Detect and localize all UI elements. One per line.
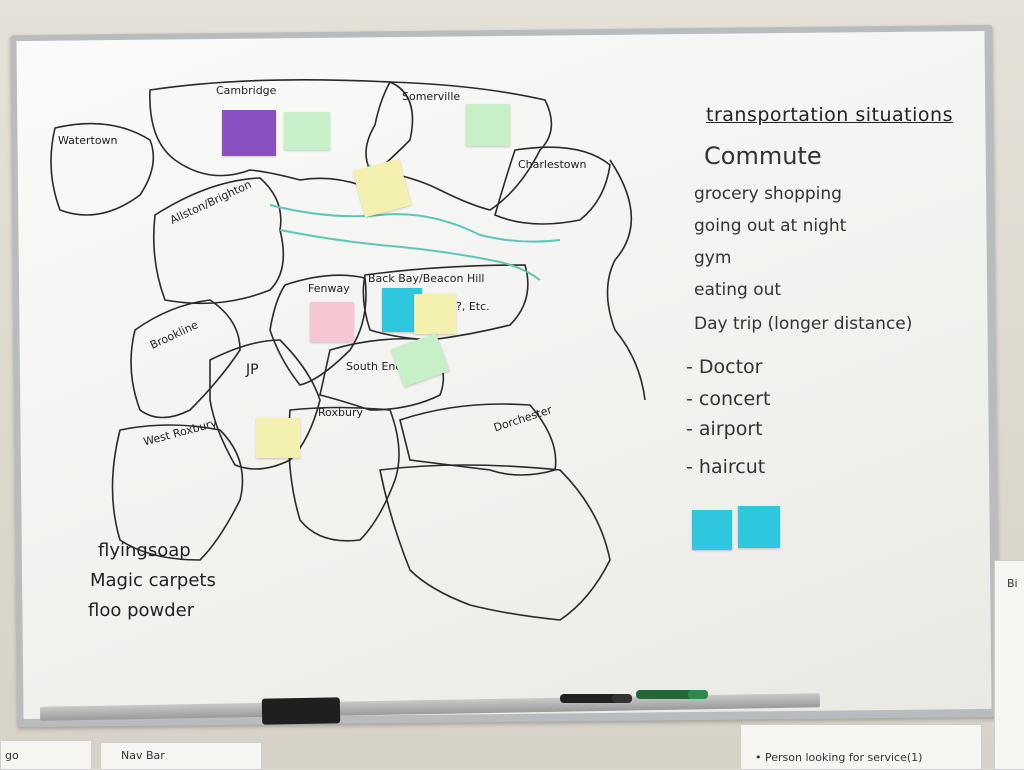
paper-middle-text: Nav Bar [121, 749, 165, 762]
region-label-watertown: Watertown [58, 134, 118, 147]
list-item-airport: - airport [686, 418, 763, 440]
eraser [261, 697, 341, 725]
green-marker [636, 690, 708, 699]
list-item-doctor: - Doctor [686, 356, 763, 378]
charles-river [269, 204, 561, 243]
list-item-day-trip: Day trip (longer distance) [694, 314, 913, 334]
list-title: transportation situations [706, 104, 953, 126]
region-outline-backbay [362, 264, 529, 341]
region-label-cambridge: Cambridge [216, 84, 277, 97]
list-item-commute: Commute [704, 142, 822, 170]
region-outline-westroxbury [111, 424, 244, 561]
region-outline-fenway [269, 274, 367, 386]
region-label-backbay: Back Bay/Beacon Hill [368, 272, 485, 285]
sticky-note-pink [310, 302, 354, 342]
region-outline-brookline [130, 299, 241, 419]
paper-middle: Nav Bar [100, 742, 262, 770]
region-outline-watertown [50, 122, 155, 216]
region-outline-charlestown [494, 146, 611, 225]
paper-right: • Person looking for service(1) [740, 724, 982, 770]
fantasy-item-magic-carpets: Magic carpets [90, 570, 216, 591]
region-label-somerville: Somerville [402, 90, 461, 103]
charles-river-bank [279, 229, 541, 281]
region-outline-southend [319, 337, 445, 411]
region-outline-south [379, 464, 611, 621]
region-label-jp: JP [246, 362, 259, 378]
marker-cap [688, 690, 708, 699]
list-item-eating-out: eating out [694, 280, 782, 300]
list-item-grocery: grocery shopping [694, 184, 842, 204]
region-outline-somerville [365, 81, 553, 211]
region-label-charlestown: Charlestown [518, 158, 587, 171]
fantasy-item-floo-powder: floo powder [88, 600, 195, 621]
paper-left-text: go [5, 749, 19, 762]
list-item-concert: - concert [686, 388, 771, 410]
paper-left: go [0, 740, 92, 770]
region-label-roxbury: Roxbury [318, 406, 364, 419]
sticky-note-yellow [256, 418, 300, 458]
region-outline-allston [152, 177, 285, 305]
paper-right-text: • Person looking for service(1) [755, 751, 923, 764]
map-annotation: ?, Etc. [456, 300, 490, 313]
marker-cap [612, 694, 632, 703]
sticky-note-cyan [738, 506, 780, 548]
sticky-note-yellow [414, 294, 456, 334]
paper-far-right: Bi [994, 560, 1024, 770]
region-outline-jp [209, 339, 321, 470]
region-label-south-end: South End [346, 360, 403, 373]
map-divider-line [606, 159, 646, 401]
sticky-note-cyan [692, 510, 732, 550]
sticky-note-purple [222, 110, 276, 156]
black-marker [560, 694, 632, 703]
fantasy-item-flyingsoap: flyingsoap [98, 540, 191, 561]
list-item-gym: gym [694, 248, 732, 268]
region-outline-roxbury [287, 406, 400, 542]
list-item-haircut: - haircut [686, 456, 766, 478]
list-item-going-out: going out at night [694, 216, 847, 236]
sticky-note-green [284, 112, 330, 150]
region-label-fenway: Fenway [308, 282, 350, 295]
paper-far-right-text: Bi [1007, 577, 1018, 590]
sticky-note-green [466, 104, 510, 146]
